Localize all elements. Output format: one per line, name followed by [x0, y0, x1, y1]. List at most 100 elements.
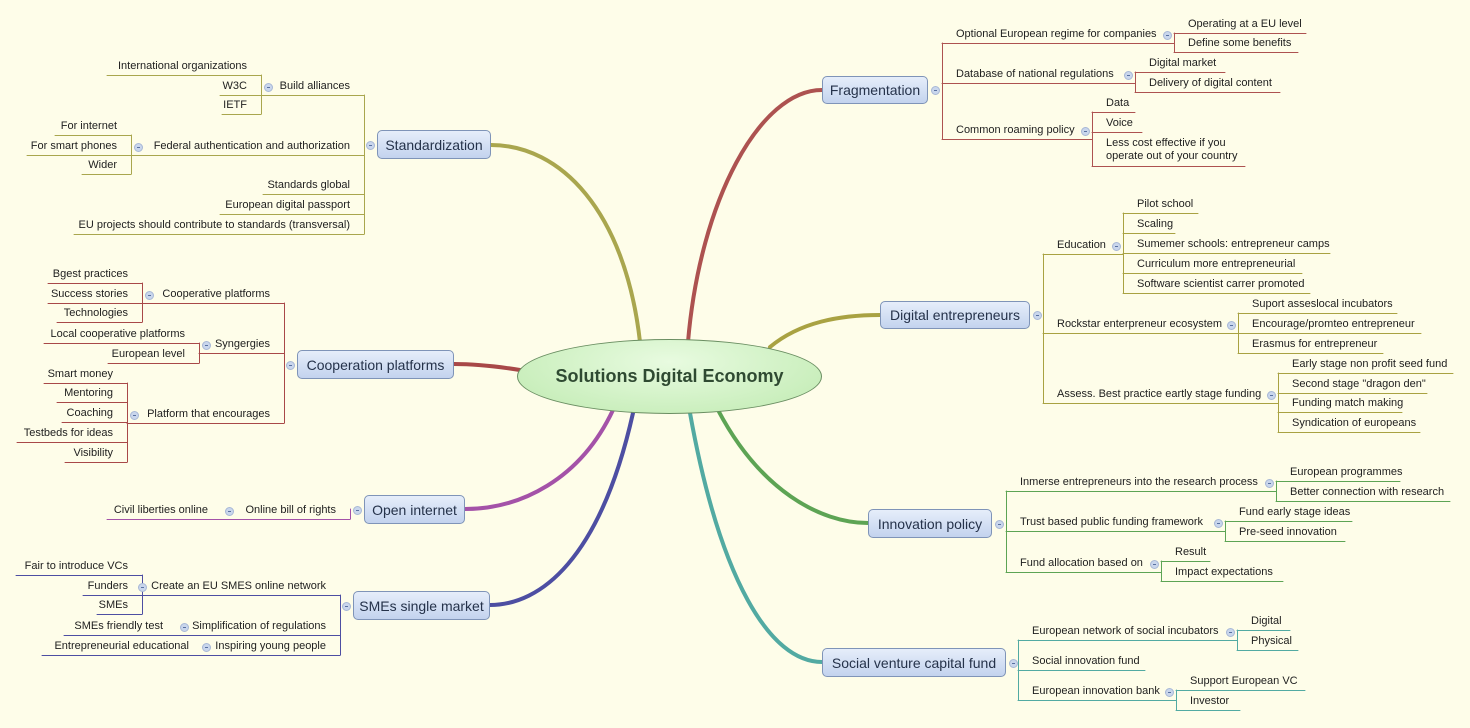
collapse-toggle-icon[interactable]	[130, 411, 139, 420]
collapse-toggle-icon[interactable]	[1165, 688, 1174, 697]
topic-innovation-policy[interactable]: Innovation policy	[868, 509, 992, 538]
leaf-topic[interactable]: Wider	[88, 159, 117, 171]
subtopic[interactable]: Cooperative platforms	[162, 288, 270, 300]
collapse-toggle-icon[interactable]	[134, 143, 143, 152]
collapse-toggle-icon[interactable]	[1081, 127, 1090, 136]
topic-cooperation-platforms[interactable]: Cooperation platforms	[297, 350, 454, 379]
subtopic[interactable]: Online bill of rights	[245, 504, 337, 516]
leaf-topic[interactable]: European level	[111, 348, 185, 360]
leaf-topic[interactable]: Delivery of digital content	[1149, 77, 1272, 89]
leaf-topic[interactable]: Scaling	[1137, 218, 1174, 230]
leaf-topic[interactable]: For internet	[60, 120, 117, 132]
collapse-toggle-icon[interactable]	[180, 623, 189, 632]
leaf-topic[interactable]: Smart money	[47, 368, 113, 380]
leaf-topic[interactable]: Investor	[1190, 695, 1230, 707]
collapse-toggle-icon[interactable]	[145, 291, 154, 300]
subtopic[interactable]: Federal authentication and authorization	[153, 140, 350, 152]
leaf-topic[interactable]: International organizations	[117, 60, 247, 72]
subtopic[interactable]: Create an EU SMES online network	[151, 580, 326, 592]
leaf-topic[interactable]: W3C	[222, 80, 247, 92]
leaf-topic[interactable]: Impact expectations	[1175, 566, 1273, 578]
central-topic[interactable]: Solutions Digital Economy	[517, 339, 822, 414]
leaf-topic[interactable]: Funders	[87, 580, 128, 592]
collapse-toggle-icon[interactable]	[995, 519, 1004, 529]
leaf-topic[interactable]: Suport asseslocal incubators	[1252, 298, 1393, 310]
leaf-topic[interactable]: Fund early stage ideas	[1239, 506, 1351, 518]
subtopic[interactable]: European network of social incubators	[1032, 625, 1219, 637]
subtopic[interactable]: Platform that encourages	[147, 408, 270, 420]
leaf-topic[interactable]: Bgest practices	[52, 268, 128, 280]
subtopic[interactable]: Standards global	[267, 179, 350, 191]
topic-social-venture-capital-fund[interactable]: Social venture capital fund	[822, 648, 1006, 677]
leaf-topic[interactable]: Sumemer schools: entrepreneur camps	[1137, 238, 1330, 250]
collapse-toggle-icon[interactable]	[1163, 31, 1172, 40]
leaf-topic[interactable]: Early stage non profit seed fund	[1292, 358, 1448, 370]
leaf-topic[interactable]: Technologies	[63, 307, 128, 319]
leaf-topic[interactable]: Success stories	[50, 288, 128, 300]
leaf-topic[interactable]: Mentoring	[64, 387, 113, 399]
topic-digital-entrepreneurs[interactable]: Digital entrepreneurs	[880, 301, 1030, 329]
subtopic[interactable]: Database of national regulations	[956, 68, 1114, 80]
leaf-topic[interactable]: SMEs	[98, 599, 128, 611]
collapse-toggle-icon[interactable]	[1033, 311, 1042, 320]
collapse-toggle-icon[interactable]	[1009, 658, 1018, 668]
topic-smes-single-market[interactable]: SMEs single market	[353, 591, 490, 620]
leaf-topic[interactable]: Pre-seed innovation	[1239, 526, 1337, 538]
leaf-topic[interactable]: Testbeds for ideas	[23, 427, 113, 439]
leaf-topic[interactable]: Physical	[1251, 635, 1292, 647]
topic-fragmentation[interactable]: Fragmentation	[822, 76, 928, 104]
leaf-topic[interactable]: Result	[1175, 546, 1207, 558]
leaf-topic[interactable]: Visibility	[73, 447, 113, 459]
subtopic[interactable]: Trust based public funding framework	[1020, 516, 1204, 528]
collapse-toggle-icon[interactable]	[138, 583, 148, 592]
leaf-topic[interactable]: Voice	[1106, 117, 1133, 129]
leaf-topic[interactable]: For smart phones	[30, 140, 117, 152]
collapse-toggle-icon[interactable]	[342, 601, 351, 611]
leaf-topic[interactable]: Civil liberties online	[113, 504, 208, 516]
collapse-toggle-icon[interactable]	[931, 86, 940, 95]
subtopic[interactable]: Syngergies	[214, 338, 270, 350]
subtopic[interactable]: Build alliances	[279, 80, 350, 92]
subtopic[interactable]: Fund allocation based on	[1020, 557, 1143, 569]
subtopic[interactable]: Inspiring young people	[215, 640, 326, 652]
leaf-topic[interactable]: Better connection with research	[1290, 486, 1445, 498]
subtopic[interactable]: Rockstar enterpreneur ecosystem	[1057, 318, 1223, 330]
leaf-topic[interactable]: Second stage "dragon den"	[1292, 378, 1426, 390]
leaf-topic[interactable]: Local cooperative platforms	[50, 328, 185, 340]
leaf-topic[interactable]: Funding match making	[1292, 397, 1404, 409]
subtopic[interactable]: Common roaming policy	[956, 124, 1075, 136]
subtopic[interactable]: EU projects should contribute to standar…	[78, 219, 350, 231]
leaf-topic[interactable]: Coaching	[66, 407, 113, 419]
collapse-toggle-icon[interactable]	[225, 507, 234, 516]
leaf-topic[interactable]: Syndication of europeans	[1292, 417, 1417, 429]
leaf-topic[interactable]: Less cost effective if you operate out o…	[1106, 137, 1238, 162]
leaf-topic[interactable]: Curriculum more entrepreneurial	[1137, 258, 1296, 270]
topic-open-internet[interactable]: Open internet	[364, 495, 465, 524]
subtopic[interactable]: European innovation bank	[1032, 685, 1160, 697]
leaf-topic[interactable]: Data	[1106, 97, 1130, 109]
collapse-toggle-icon[interactable]	[1265, 479, 1274, 488]
collapse-toggle-icon[interactable]	[1267, 391, 1276, 400]
collapse-toggle-icon[interactable]	[366, 140, 375, 150]
leaf-topic[interactable]: Operating at a EU level	[1188, 18, 1302, 30]
leaf-topic[interactable]: Pilot school	[1137, 198, 1194, 210]
leaf-topic[interactable]: IETF	[223, 99, 247, 111]
subtopic[interactable]: European digital passport	[225, 199, 350, 211]
leaf-topic[interactable]: Entrepreneurial educational	[54, 640, 189, 652]
collapse-toggle-icon[interactable]	[1226, 628, 1235, 637]
collapse-toggle-icon[interactable]	[202, 341, 211, 350]
subtopic[interactable]: Optional European regime for companies	[956, 28, 1157, 40]
leaf-topic[interactable]: Support European VC	[1190, 675, 1298, 687]
subtopic[interactable]: Simplification of regulations	[192, 620, 326, 632]
topic-standardization[interactable]: Standardization	[377, 130, 491, 159]
leaf-topic[interactable]: European programmes	[1290, 466, 1403, 478]
subtopic[interactable]: Inmerse entrepreneurs into the research …	[1020, 476, 1258, 488]
collapse-toggle-icon[interactable]	[1112, 242, 1121, 251]
collapse-toggle-icon[interactable]	[1124, 71, 1133, 80]
leaf-topic[interactable]: Software scientist carrer promoted	[1137, 278, 1305, 290]
collapse-toggle-icon[interactable]	[1150, 560, 1159, 569]
collapse-toggle-icon[interactable]	[286, 360, 295, 370]
leaf-topic[interactable]: Digital market	[1149, 57, 1217, 69]
leaf-topic[interactable]: Encourage/promteo entrepreneur	[1252, 318, 1415, 330]
collapse-toggle-icon[interactable]	[353, 505, 362, 515]
